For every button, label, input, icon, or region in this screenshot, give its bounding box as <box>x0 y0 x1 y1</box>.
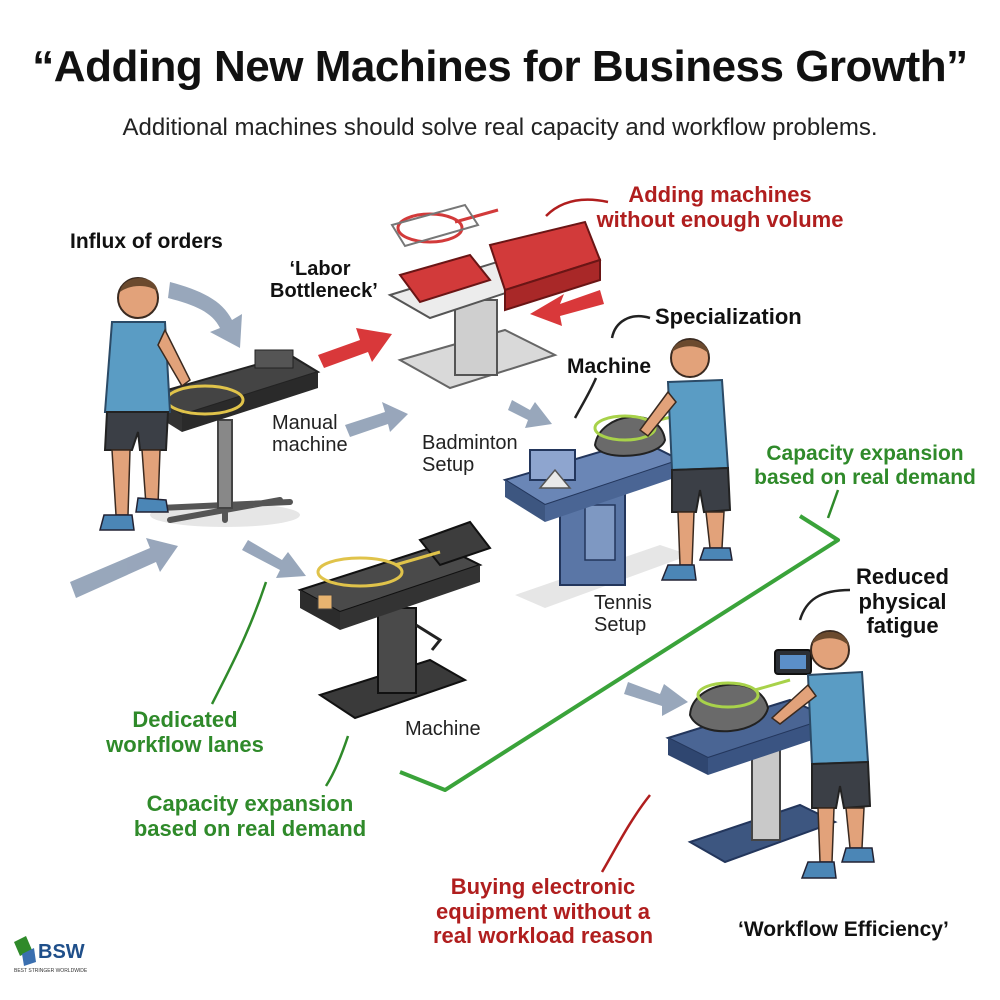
label-influx-of-orders: Influx of orders <box>70 230 223 253</box>
label-manual-machine: Manual machine <box>272 412 348 457</box>
red-arrow-bottleneck <box>318 328 392 368</box>
red-arrow-incoming <box>530 290 604 326</box>
bsw-logo-mark: BSW BEST STRINGER WORLDWIDE <box>14 936 88 974</box>
label-machine-bottom: Machine <box>405 718 481 740</box>
bsw-logo-tagline: BEST STRINGER WORLDWIDE <box>14 968 88 974</box>
label-specialization: Specialization <box>655 304 802 329</box>
label-reduced-fatigue-line1: Reduced <box>856 564 949 589</box>
manual-machine <box>147 349 321 527</box>
label-machine-top: Machine <box>567 355 652 378</box>
dark-machine <box>297 520 492 720</box>
label-dedicated-workflow-lanes: Dedicated workflow lanes <box>90 707 280 757</box>
page-subtitle: Additional machines should solve real ca… <box>122 114 878 141</box>
label-labor-bottleneck: ‘Labor Bottleneck’ <box>270 258 378 303</box>
label-adding-machines-line1: Adding machines <box>628 182 812 207</box>
leader-capacity-left <box>324 735 350 787</box>
label-buying-line2: equipment without a <box>436 898 650 924</box>
label-labor-bottleneck-line1: ‘Labor <box>289 258 351 280</box>
flow-arrows <box>70 282 688 716</box>
leader-buying <box>600 794 651 873</box>
worker-middle <box>638 338 733 581</box>
label-tennis-setup: Tennis Setup <box>594 592 652 637</box>
label-manual-machine-line2: machine <box>272 434 348 457</box>
flow-arrow-manual <box>345 402 408 437</box>
label-adding-machines: Adding machines without enough volume <box>590 182 850 232</box>
label-capacity-expansion-left: Capacity expansion based on real demand <box>120 791 380 841</box>
leader-specialization <box>610 315 651 339</box>
flow-arrow-influx <box>168 282 242 348</box>
flow-arrow-efficiency <box>624 682 688 716</box>
blue-machine <box>502 413 690 608</box>
label-capacity-expansion-right-line1: Capacity expansion <box>766 442 964 465</box>
label-labor-bottleneck-line2: Bottleneck’ <box>270 280 378 303</box>
label-reduced-fatigue-line2: physical <box>858 588 947 614</box>
leader-adding <box>545 198 609 217</box>
page-title: “Adding New Machines for Business Growth… <box>32 42 968 91</box>
label-buying-electronic: Buying electronic equipment without a re… <box>418 874 668 949</box>
label-capacity-expansion-left-line1: Capacity expansion <box>146 791 354 816</box>
flow-arrow-badminton <box>508 400 552 428</box>
label-badminton-setup-line2: Setup <box>422 454 475 477</box>
bsw-logo: BSW BEST STRINGER WORLDWIDE <box>10 932 90 985</box>
label-badminton-setup: Badminton Setup <box>422 432 518 477</box>
red-machine <box>387 203 602 390</box>
leader-lines <box>210 198 851 873</box>
label-dedicated-line2: workflow lanes <box>106 731 264 757</box>
label-dedicated-line1: Dedicated <box>132 707 238 732</box>
label-badminton-setup-line1: Badminton <box>422 432 518 454</box>
label-capacity-expansion-left-line2: based on real demand <box>133 815 367 841</box>
label-adding-machines-line2: without enough volume <box>596 206 844 232</box>
label-buying-line3: real workload reason <box>432 923 654 949</box>
worker-left <box>99 277 191 531</box>
label-manual-machine-line1: Manual <box>272 412 338 434</box>
leader-reduced <box>798 588 851 621</box>
label-capacity-expansion-right: Capacity expansion based on real demand <box>740 442 990 489</box>
label-tennis-setup-line1: Tennis <box>594 592 652 614</box>
label-capacity-expansion-right-line2: based on real demand <box>754 465 976 489</box>
label-workflow-efficiency: ‘Workflow Efficiency’ <box>738 918 949 941</box>
bsw-logo-text: BSW <box>38 941 85 963</box>
flow-arrow-lower <box>242 540 306 578</box>
label-reduced-fatigue: Reduced physical fatigue <box>845 564 960 639</box>
workflow-lane-line <box>399 514 840 792</box>
leader-capacity-right <box>826 489 840 519</box>
worker-right <box>770 630 875 879</box>
label-buying-line1: Buying electronic <box>450 874 636 899</box>
flow-arrow-entry <box>70 538 178 598</box>
leader-dedicated <box>210 581 268 705</box>
red-arrows <box>318 290 604 368</box>
leader-machine-top <box>573 377 598 419</box>
label-reduced-fatigue-line3: fatigue <box>866 613 939 639</box>
label-tennis-setup-line2: Setup <box>594 614 647 637</box>
